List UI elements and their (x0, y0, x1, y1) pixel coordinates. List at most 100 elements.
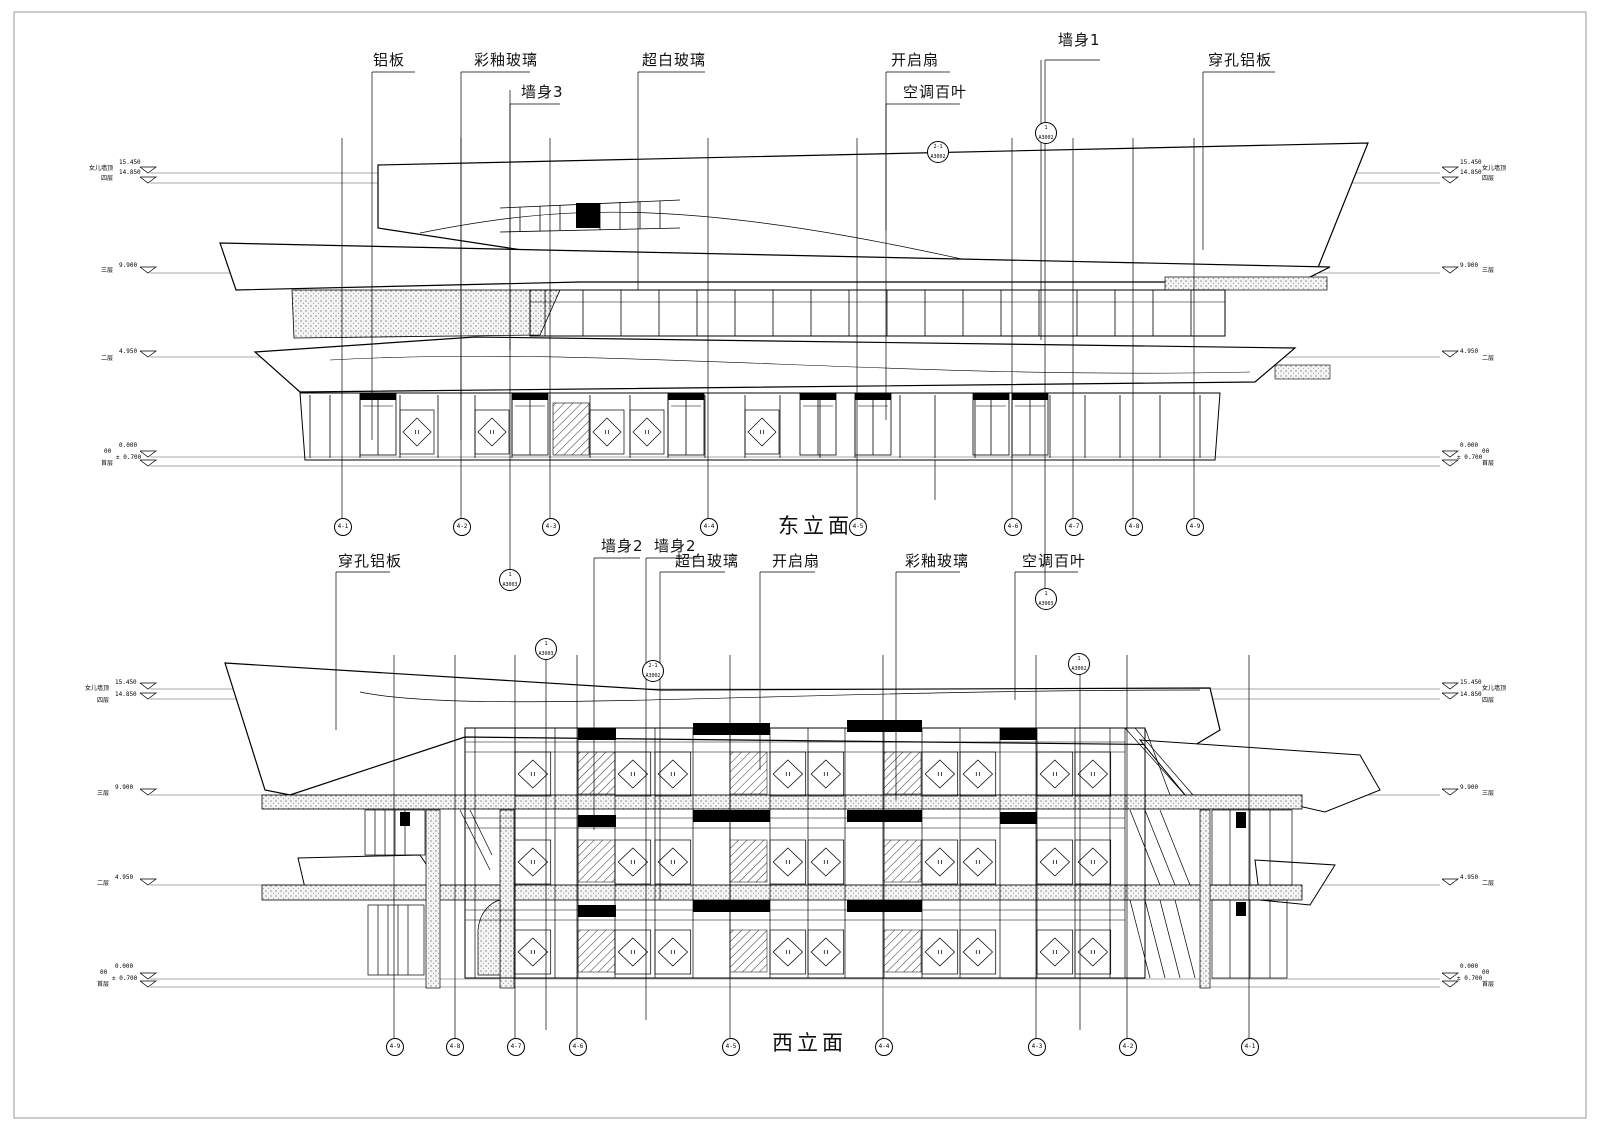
level-name: 二层 (97, 880, 110, 887)
level-triangle (139, 266, 158, 274)
level-name: 三层 (1482, 267, 1495, 274)
level-elev: ± 0.700 (1457, 975, 1483, 982)
door-unit (511, 392, 549, 456)
detail-ref-sheet: A3002 (930, 154, 946, 160)
glazing-panel (514, 839, 552, 885)
spandrel-panel (847, 900, 922, 912)
level-name: 首层 (1482, 460, 1495, 467)
callout-wall-body-3: 墙身3 (521, 83, 564, 101)
callout-aluminum-panel: 铝板 (373, 51, 406, 69)
level-elev: 14.850 (1460, 691, 1482, 698)
glazing-panel (614, 929, 652, 975)
axis-bubble: 4-5 (849, 518, 867, 536)
glazing-panel (1074, 751, 1112, 797)
level-elev: 15.450 (115, 679, 137, 686)
axis-bubble: 4-4 (875, 1038, 893, 1056)
west-elevation-title: 西立面 (772, 1031, 847, 1055)
hatched-panel (883, 839, 922, 883)
callout-laminated-glass: 超白玻璃 (642, 51, 707, 69)
level-triangle (1441, 972, 1460, 980)
hatched-panel (729, 839, 768, 883)
hatched-panel (883, 929, 922, 973)
level-triangle (1441, 682, 1460, 690)
hatched-panel (883, 751, 922, 795)
hatched-panel (729, 751, 768, 795)
glazing-panel (589, 409, 625, 455)
level-elev: ± 0.700 (116, 454, 142, 461)
detail-ref-number: 1 (1044, 125, 1048, 131)
level-name: 二层 (1482, 880, 1495, 887)
level-code: 00 (1482, 448, 1490, 455)
level-triangle (139, 878, 158, 886)
level-triangle (1441, 459, 1460, 467)
spandrel-panel (847, 810, 922, 822)
level-elev: 0.000 (115, 963, 134, 970)
glazing-panel (654, 929, 692, 975)
level-name: 四层 (1482, 175, 1495, 182)
glazing-panel (474, 409, 510, 455)
level-elev: 9.900 (1460, 262, 1479, 269)
glazing-panel (959, 839, 997, 885)
spandrel-panel (693, 810, 770, 822)
door-unit (667, 392, 705, 456)
callout-perforated-panel: 穿孔铝板 (1208, 51, 1273, 69)
level-name: 二层 (101, 355, 114, 362)
callout-ac-louver: 空调百叶 (1022, 552, 1087, 570)
axis-bubble: 4-7 (507, 1038, 525, 1056)
hatched-panel (577, 929, 616, 973)
east-elevation-geometry (150, 59, 1440, 518)
callout-operable-sash: 开启扇 (772, 552, 821, 570)
level-code: 00 (100, 969, 108, 976)
spandrel-panel (693, 723, 770, 735)
axis-bubble: 4-3 (542, 518, 560, 536)
level-triangle (1441, 980, 1460, 988)
level-triangle (1441, 878, 1460, 886)
level-triangle (139, 972, 158, 980)
detail-ref-sheet: A3002 (1038, 135, 1054, 141)
west-elevation-geometry (150, 90, 1440, 1038)
sheet-border (13, 11, 1587, 1119)
detail-ref-number: 1 (544, 641, 548, 647)
glazing-panel (399, 409, 435, 455)
level-triangle (1441, 692, 1460, 700)
spandrel-panel (693, 900, 770, 912)
axis-bubble: 4-3 (1028, 1038, 1046, 1056)
callout-operable-sash: 开启扇 (891, 51, 940, 69)
hatched-panel (729, 929, 768, 973)
level-name: 四层 (101, 175, 114, 182)
door-unit (1011, 392, 1049, 456)
level-elev: 4.950 (1460, 348, 1479, 355)
level-elev: 15.450 (1460, 679, 1482, 686)
callout-laminated-glass: 超白玻璃 (675, 552, 740, 570)
level-elev: 9.900 (1460, 784, 1479, 791)
callout-wall-body-2: 墙身2 (601, 537, 644, 555)
detail-ref-number: 1 (508, 572, 512, 578)
glazing-panel (807, 929, 845, 975)
level-elev: 4.950 (119, 348, 138, 355)
level-name: 女儿墙顶 (1482, 685, 1507, 692)
callout-perforated-panel: 穿孔铝板 (338, 552, 403, 570)
level-triangle (139, 980, 158, 988)
hatched-panel (577, 751, 616, 795)
level-triangle (1441, 350, 1460, 358)
level-triangle (139, 459, 158, 467)
axis-bubble: 4-4 (700, 518, 718, 536)
level-triangle (139, 682, 158, 690)
level-name: 二层 (1482, 355, 1495, 362)
level-triangle (139, 176, 158, 184)
level-name: 女儿墙顶 (85, 685, 110, 692)
level-elev: 4.950 (115, 874, 134, 881)
level-elev: ± 0.700 (1457, 454, 1483, 461)
glazing-panel (769, 751, 807, 797)
level-name: 三层 (1482, 790, 1495, 797)
level-elev: 9.900 (119, 262, 138, 269)
detail-ref-number: 1 (1077, 656, 1081, 662)
level-name: 女儿墙顶 (89, 165, 114, 172)
detail-ref-sheet: A3003 (538, 651, 554, 657)
glazing-panel (1036, 751, 1074, 797)
glazing-panel (654, 751, 692, 797)
detail-ref-number: 2-1 (933, 144, 943, 150)
level-triangle (139, 450, 158, 458)
